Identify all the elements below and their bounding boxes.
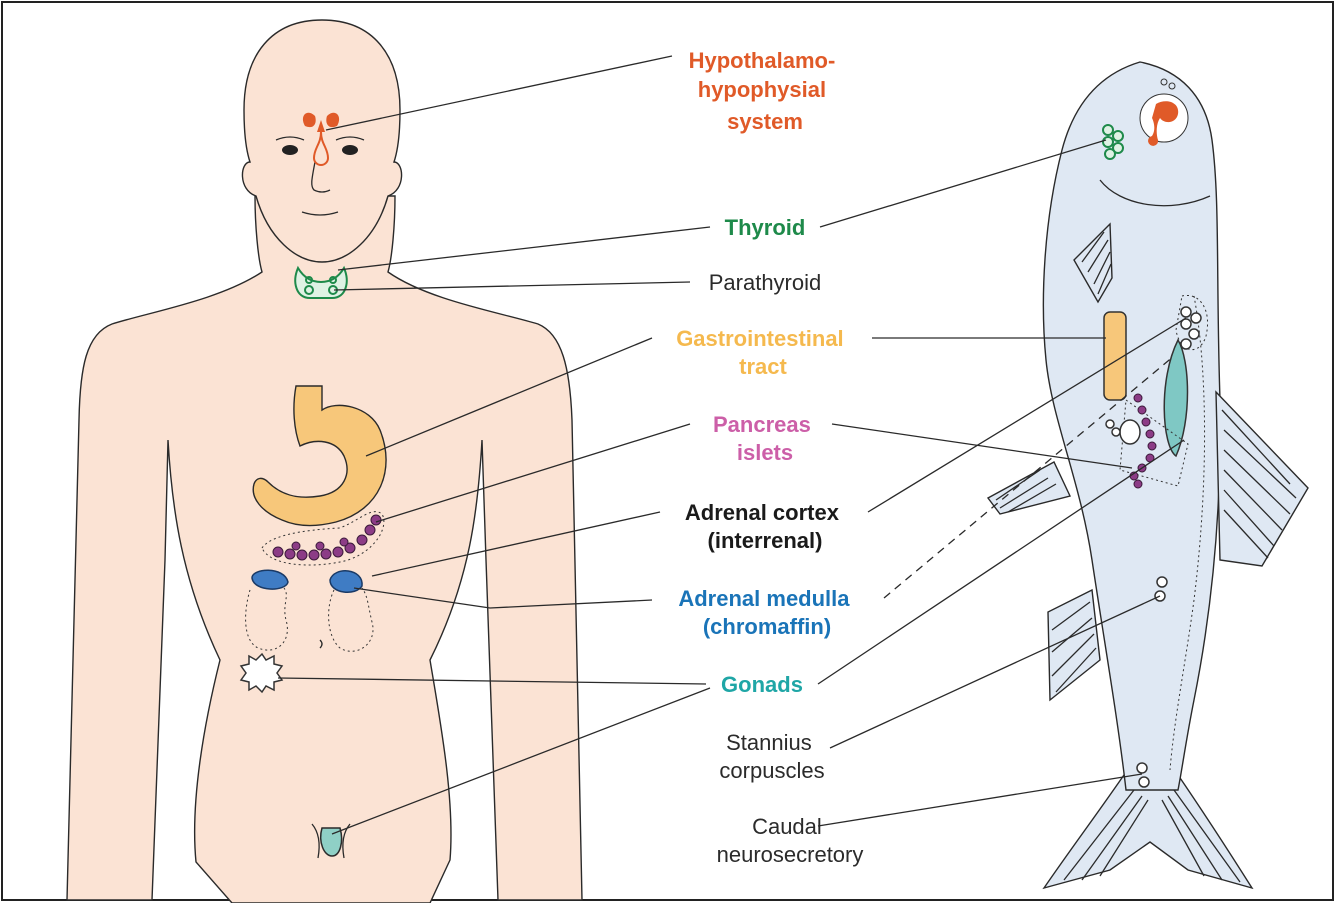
- fish-anal-fin: [1048, 590, 1100, 700]
- label-parathyroid: Parathyroid: [709, 270, 822, 295]
- label-stannius: Stannius corpuscles: [719, 730, 824, 783]
- label-thyroid: Thyroid: [725, 215, 806, 240]
- label-adrenal-medulla: Adrenal medulla (chromaffin): [678, 586, 855, 639]
- fish-pectoral-fin: [988, 462, 1070, 514]
- label-adrenal-cortex: Adrenal cortex (interrenal): [685, 500, 845, 553]
- label-gonads: Gonads: [721, 672, 803, 697]
- label-hypothalamo: Hypothalamo- hypophysial system: [689, 48, 842, 134]
- label-pancreas: Pancreas islets: [713, 412, 817, 465]
- human-figure: [67, 20, 582, 903]
- right-eye: [342, 145, 358, 155]
- left-eye: [282, 145, 298, 155]
- label-gastrointestinal: Gastrointestinal tract: [676, 326, 850, 379]
- fish-figure: [988, 62, 1308, 888]
- labels: Hypothalamo- hypophysial system Thyroid …: [676, 48, 863, 867]
